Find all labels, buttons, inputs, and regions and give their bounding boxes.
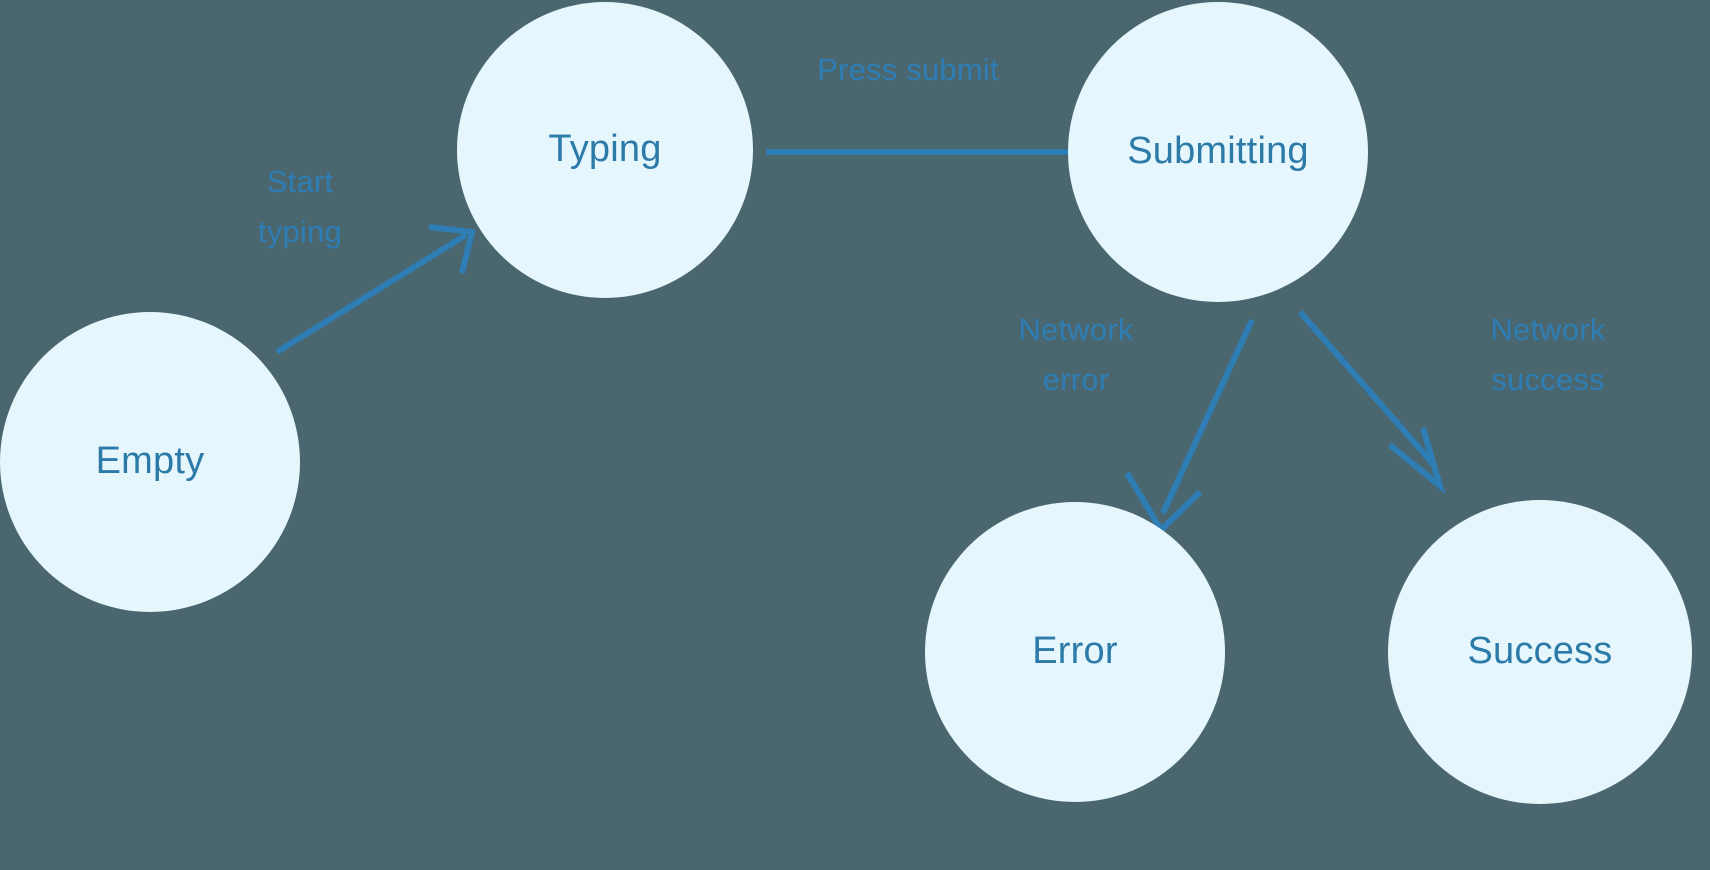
state-node-label-typing: Typing <box>548 128 661 170</box>
state-node-submitting[interactable]: Submitting <box>1068 2 1368 302</box>
state-node-label-submitting: Submitting <box>1127 130 1309 172</box>
edge-submitting-to-success <box>1297 310 1446 495</box>
edge-label-line: success <box>1491 362 1604 397</box>
state-node-label-error: Error <box>1032 630 1118 672</box>
state-node-empty[interactable]: Empty <box>0 312 300 612</box>
edge-label-line: Start <box>267 164 334 199</box>
state-node-circle-typing[interactable] <box>457 2 753 298</box>
state-node-error[interactable]: Error <box>925 502 1225 802</box>
edge-line-empty-to-typing <box>275 232 468 355</box>
edge-label-line: Press submit <box>817 52 999 87</box>
edge-label-submitting-to-success: Network success <box>1490 312 1605 397</box>
edge-label-typing-to-submitting: Press submit <box>817 52 999 87</box>
edge-empty-to-typing <box>275 224 476 355</box>
state-node-label-success: Success <box>1467 630 1612 672</box>
state-node-success[interactable]: Success <box>1388 500 1692 804</box>
edge-label-empty-to-typing: Start typing <box>258 164 342 249</box>
state-node-circle-error[interactable] <box>925 502 1225 802</box>
edge-label-line: Network <box>1490 312 1605 347</box>
arrow-head-icon-submitting-to-success <box>1388 427 1446 495</box>
state-node-typing[interactable]: Typing <box>457 2 753 298</box>
state-node-circle-success[interactable] <box>1388 500 1692 804</box>
state-node-circle-empty[interactable] <box>0 312 300 612</box>
edge-label-line: typing <box>258 214 342 249</box>
state-node-label-empty: Empty <box>96 440 205 482</box>
edge-line-submitting-to-success <box>1297 310 1437 467</box>
edge-submitting-to-error <box>1124 318 1255 535</box>
edge-line-submitting-to-error <box>1160 318 1255 515</box>
edge-label-line: error <box>1043 362 1109 397</box>
edge-label-line: Network <box>1018 312 1133 347</box>
state-node-circle-submitting[interactable] <box>1068 2 1368 302</box>
edge-label-submitting-to-error: Network error <box>1018 312 1133 397</box>
arrow-head-icon-empty-to-typing <box>428 224 476 274</box>
